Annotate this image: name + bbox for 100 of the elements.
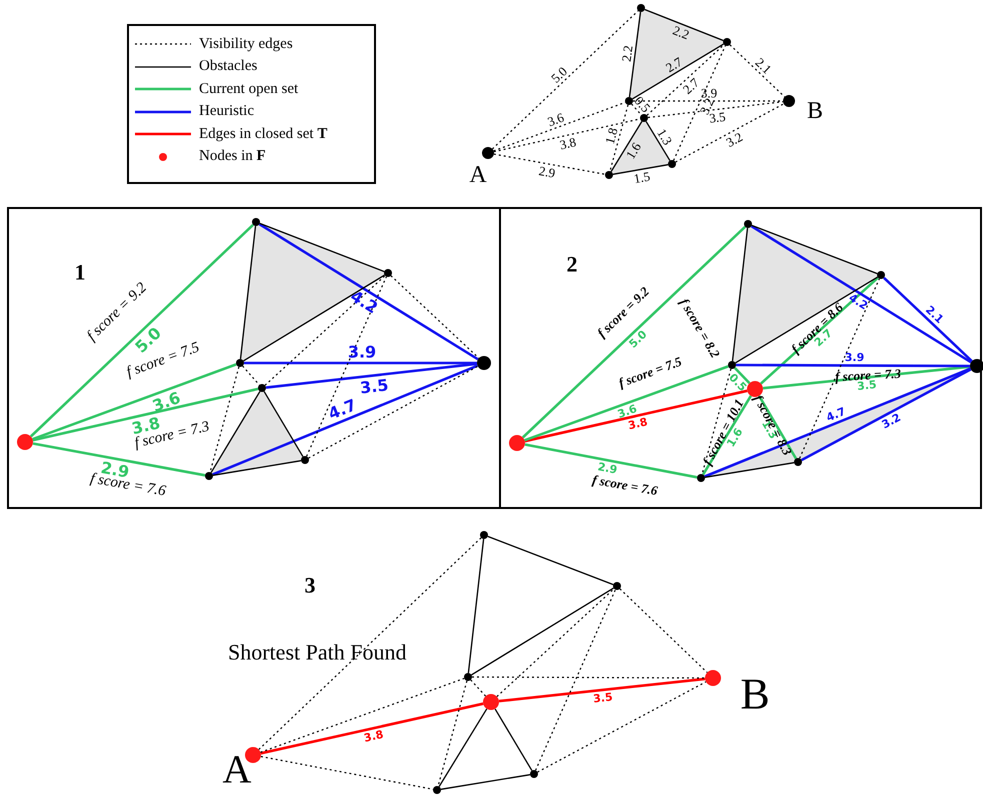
path-edge: [883, 276, 973, 362]
panel-number: 3: [304, 572, 316, 598]
visibility-edge: [470, 680, 486, 696]
visibility-edge: [242, 366, 260, 386]
visibility-edge: [472, 676, 705, 679]
edge-label: 3.8: [362, 728, 385, 745]
obstacle-edge: [644, 8, 724, 42]
obstacle-edge: [471, 588, 614, 676]
obstacle-edge: [259, 222, 385, 272]
obstacle-edge: [440, 774, 530, 790]
edge-label: 2.7: [680, 74, 702, 97]
path-edge: [32, 442, 206, 477]
visibility-edge: [609, 104, 629, 172]
path-edge: [522, 226, 746, 438]
visibility-edge: [264, 275, 386, 386]
edge-label: 3.2: [724, 129, 745, 150]
obstacle-edge: [438, 708, 488, 787]
path-edge: [758, 395, 798, 460]
node-label: A: [222, 746, 252, 792]
visibility-edge: [633, 100, 783, 102]
visibility-edge: [675, 103, 784, 163]
visibility-edge: [258, 537, 482, 750]
edge-label: 4.7: [326, 395, 360, 424]
visibility-edge: [438, 680, 468, 786]
edge-label: 3.6: [150, 388, 183, 416]
path-edge: [750, 225, 972, 364]
obstacle-edge: [628, 12, 642, 98]
path-edge: [244, 362, 477, 364]
node-label: B: [807, 98, 823, 124]
obstacle-edge: [610, 121, 642, 172]
path-edge: [762, 365, 970, 390]
visibility-edge: [494, 118, 640, 152]
panel-number: 2: [566, 252, 578, 276]
visibility-edge: [390, 275, 480, 359]
obstacle-edge: [468, 538, 484, 674]
node-label: B: [740, 670, 770, 718]
edge-label: 3.9: [844, 350, 864, 364]
visibility-edge: [308, 366, 478, 459]
edge-label: 3.5: [708, 109, 726, 126]
obstacle-edge: [751, 224, 878, 274]
edge-label: 4.2: [347, 286, 382, 318]
visibility-edge: [496, 588, 614, 698]
edge-label: 1.8: [602, 126, 621, 146]
obstacle-edge: [735, 276, 878, 364]
visibility-edge: [492, 10, 639, 150]
path-edge: [258, 223, 479, 360]
obstacle-edge: [243, 274, 385, 362]
edge-label: 3.8: [558, 134, 578, 152]
visibility-edge: [648, 101, 784, 118]
obstacle-edge: [646, 121, 670, 161]
edge-label: 1.3: [654, 126, 676, 148]
edge-label: 0.5: [632, 93, 654, 116]
edge-label: 2.1: [752, 54, 775, 77]
obstacle-edge: [732, 228, 748, 362]
legend-text: Heuristic: [199, 103, 254, 120]
edge-label: 2.9: [538, 163, 556, 181]
path-edge: [736, 364, 970, 368]
path-edge: [212, 364, 478, 476]
legend-text: Obstacles: [199, 58, 258, 75]
obstacle-edge: [240, 226, 256, 360]
path-edge: [760, 276, 879, 385]
legend-text: Edges in closed set T: [199, 126, 328, 142]
path-edge: [498, 678, 706, 702]
edge-label: 4.7: [824, 404, 848, 424]
edge-label: 3.9: [348, 342, 376, 362]
edge-label: 2.2: [670, 22, 692, 42]
edge-label: 4.2: [846, 291, 870, 312]
edge-label: 3.5: [592, 690, 614, 706]
edge-label: 5.0: [548, 64, 570, 86]
edge-label: 3.2: [880, 410, 903, 432]
edge-label: 2.9: [596, 460, 618, 477]
edge-label: 5.0: [131, 323, 165, 357]
visibility-edge: [535, 589, 616, 771]
obstacle-edge: [264, 391, 304, 457]
node-label: A: [469, 162, 487, 188]
obstacle-edge: [612, 164, 668, 175]
visibility-edge: [260, 678, 464, 753]
path-edge: [524, 443, 698, 479]
visibility-edge: [673, 45, 726, 161]
path-edge: [702, 395, 752, 476]
obstacle-edge: [210, 391, 260, 473]
visibility-edge: [537, 681, 706, 773]
visibility-edge: [210, 366, 240, 472]
visibility-edge: [260, 756, 434, 790]
visibility-edge: [494, 154, 606, 175]
edge-label: 3.5: [359, 375, 390, 398]
edge-label: 5.0: [626, 328, 650, 351]
path-edge: [260, 702, 484, 755]
path-edge: [524, 390, 748, 442]
edge-label: 2.7: [663, 54, 685, 76]
visibility-edge: [702, 368, 732, 474]
legend-text: Visibility edges: [199, 36, 293, 52]
f-score-label: f score = 7.5: [616, 354, 684, 390]
visibility-edge: [306, 276, 387, 457]
edge-label: 2.2: [618, 44, 636, 63]
visibility-edge: [619, 588, 708, 673]
edge-label: 0.5: [726, 370, 750, 394]
path-edge: [734, 367, 750, 384]
legend-text: Nodes in F: [199, 148, 266, 165]
edge-label: 1.5: [632, 168, 652, 186]
